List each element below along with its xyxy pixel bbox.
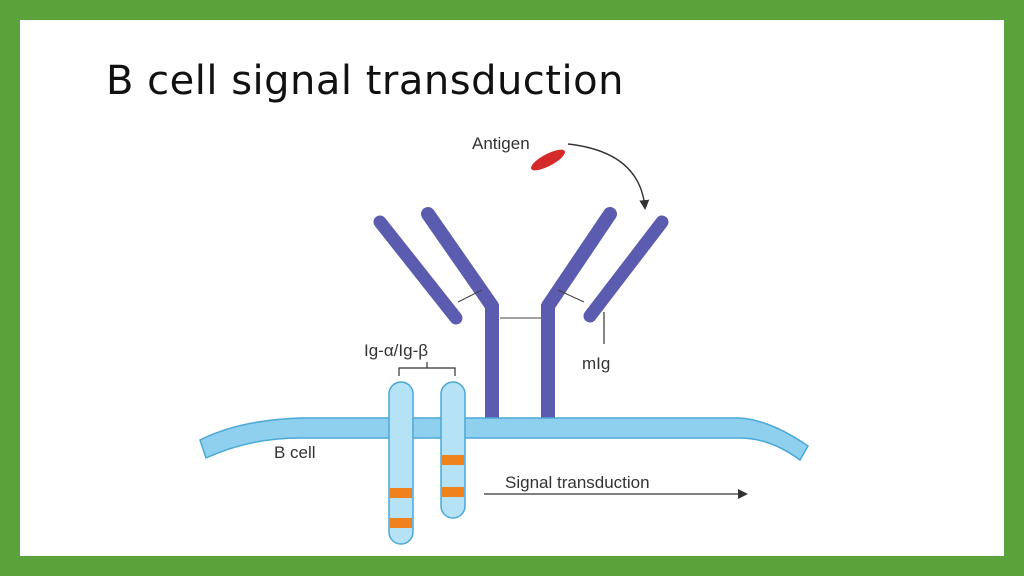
disulfide-bonds: [457, 289, 585, 319]
slide-title: B cell signal transduction: [106, 58, 624, 104]
light-chain-left: [373, 215, 463, 325]
mig-label: mIg: [582, 354, 610, 373]
b-cell-label: B cell: [274, 443, 316, 462]
signal-transduction-label: Signal transduction: [505, 473, 650, 492]
b-cell-membrane: [199, 417, 809, 462]
ig-beta-chain: [440, 381, 466, 519]
antigen-label: Antigen: [472, 134, 530, 153]
itam-band: [390, 488, 412, 498]
ig-alpha-beta-heterodimer: [388, 381, 466, 545]
antigen-shape: [530, 149, 566, 171]
antigen-arrow: [567, 143, 650, 210]
ig-alpha-beta-label: Ig-α/Ig-β: [364, 341, 428, 360]
itam-band: [442, 455, 464, 465]
ig-alpha-beta-bracket: [398, 362, 456, 376]
slide: B cell signal transduction: [20, 20, 1004, 556]
light-chain-right: [583, 215, 669, 323]
itam-band: [390, 518, 412, 528]
ig-alpha-chain: [388, 381, 414, 545]
itam-band: [442, 487, 464, 497]
